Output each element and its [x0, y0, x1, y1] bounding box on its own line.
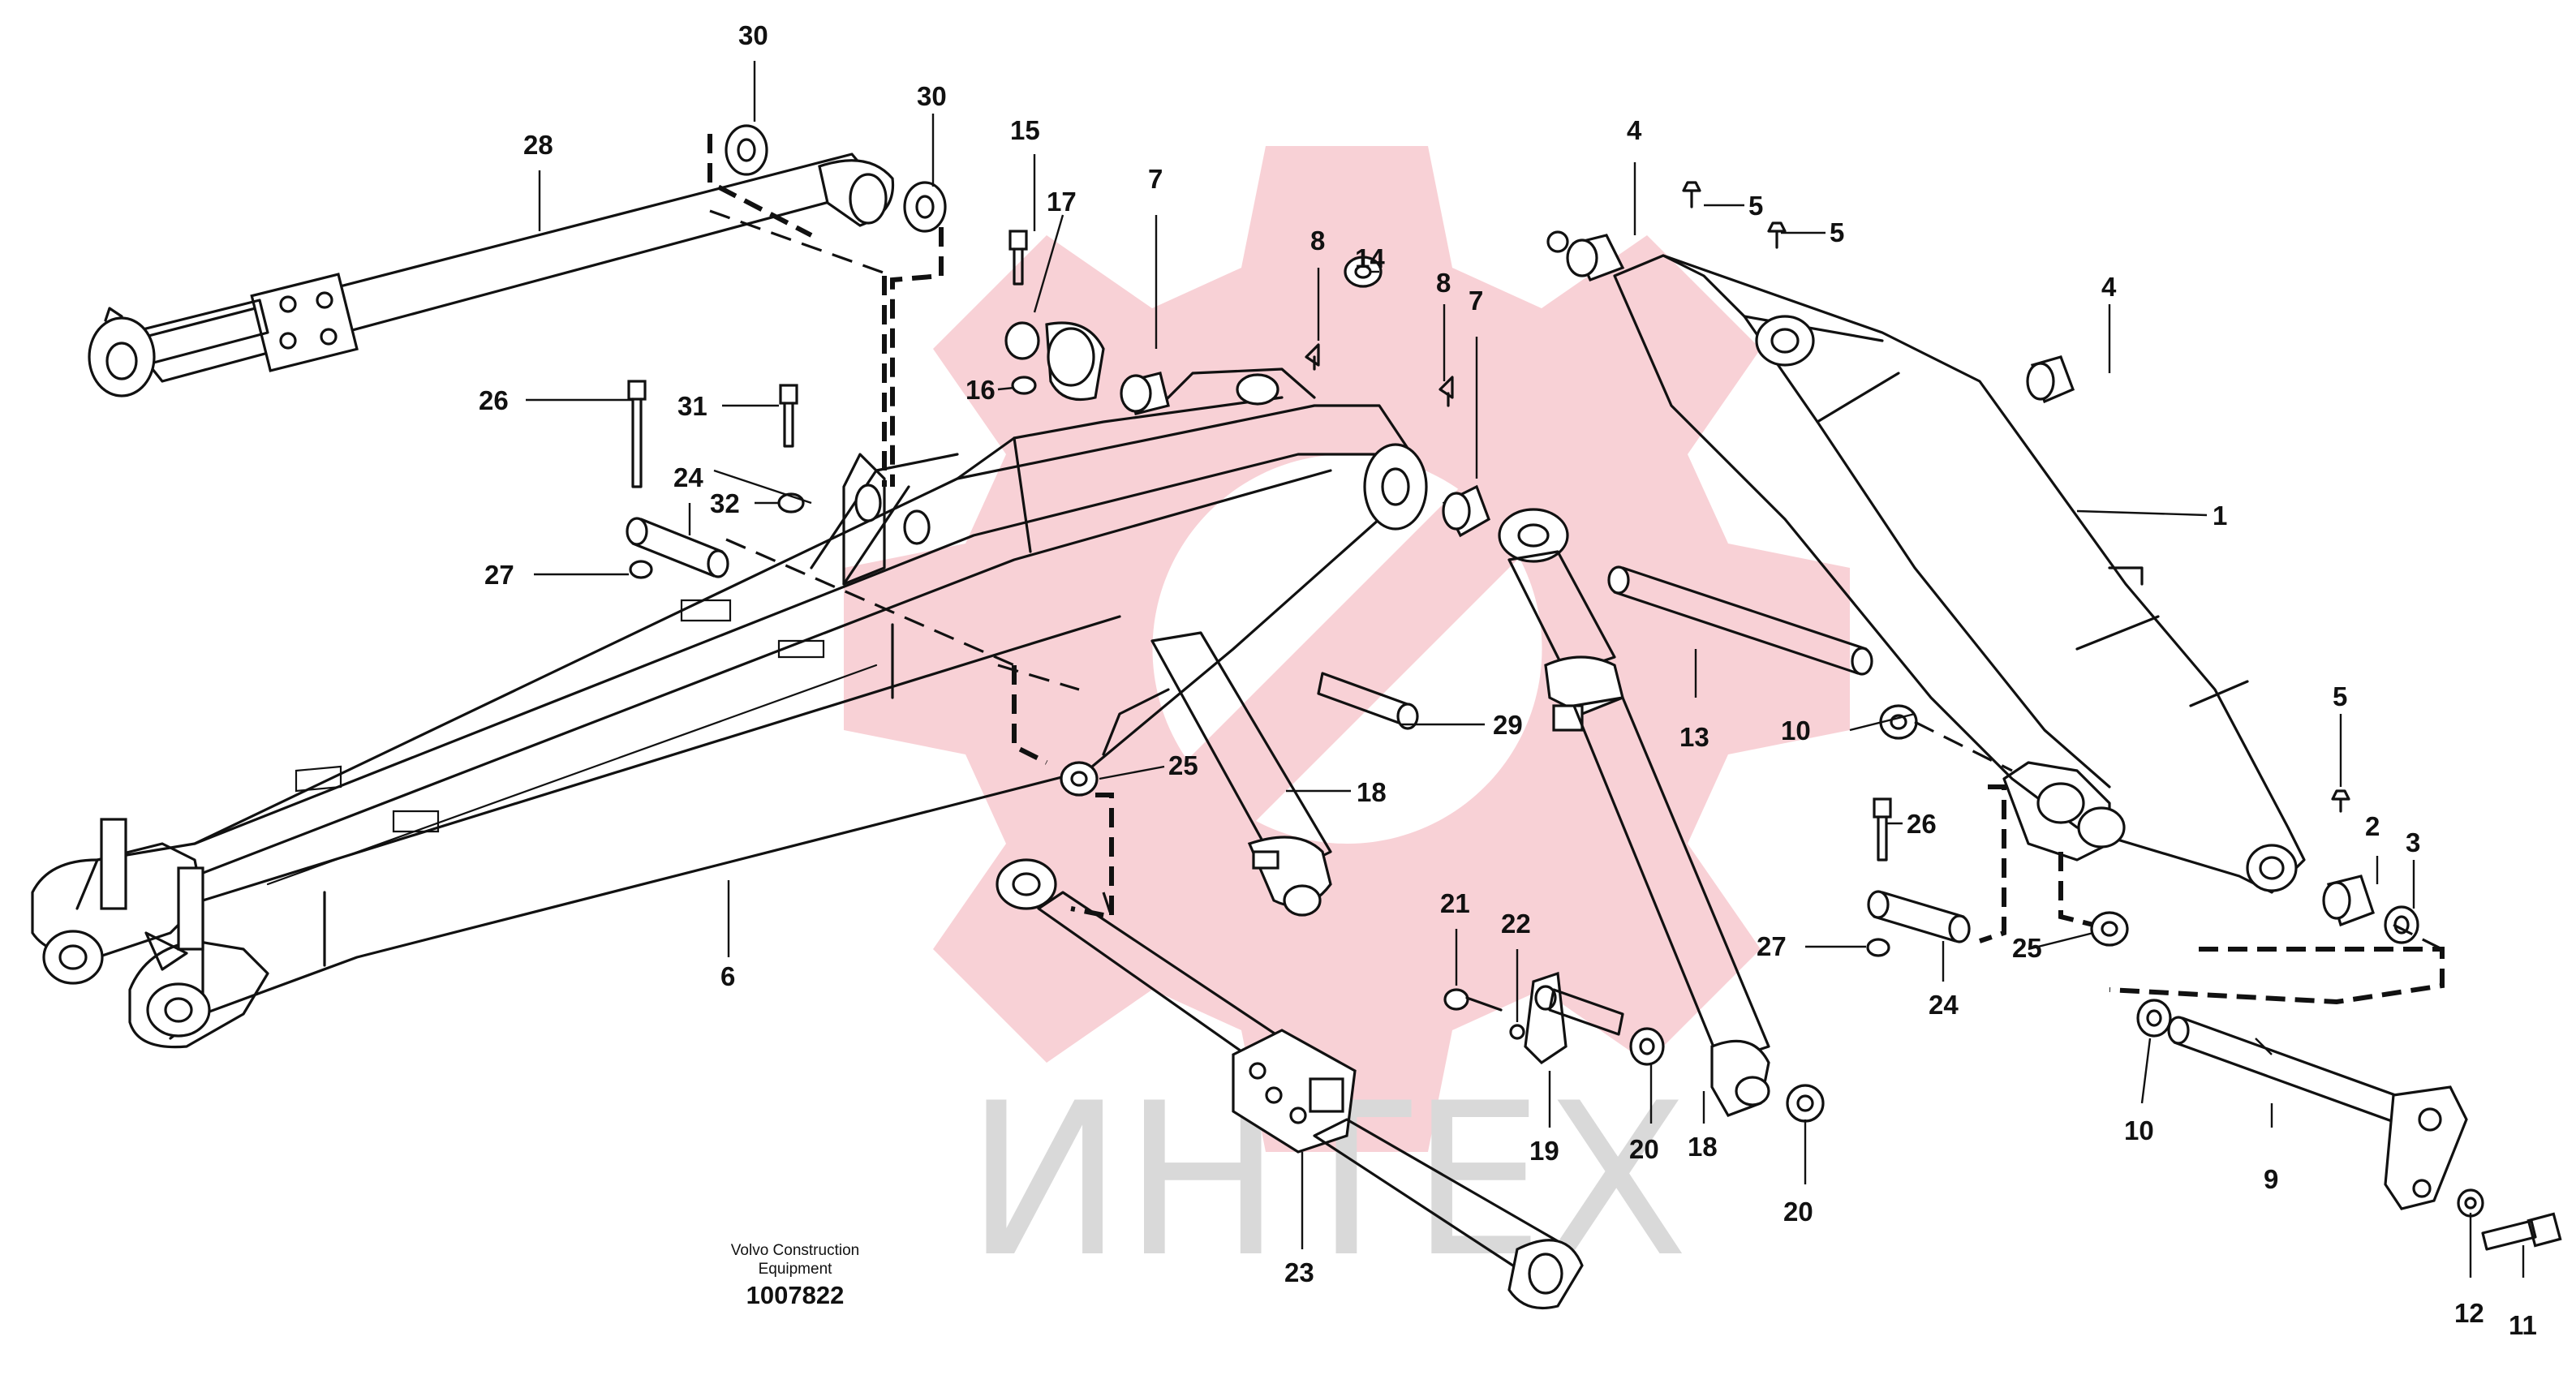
part-9-pin — [2167, 1016, 2468, 1210]
part-19-pin — [1524, 971, 1624, 1065]
callout-31: 31 — [677, 391, 707, 421]
callout-10-b: 10 — [2124, 1115, 2154, 1145]
callout-19: 19 — [1529, 1136, 1559, 1166]
brand-line-2: Equipment — [758, 1261, 832, 1278]
callout-8-b: 8 — [1436, 268, 1451, 298]
callout-18-b: 18 — [1688, 1132, 1718, 1162]
manufacturer-caption: Volvo Construction Equipment — [682, 1241, 909, 1278]
callout-26-b: 26 — [1907, 809, 1937, 839]
callout-9: 9 — [2264, 1164, 2278, 1194]
callout-26-a: 26 — [479, 385, 509, 415]
part-24-pin-right — [1867, 890, 1971, 943]
callout-7-b: 7 — [1469, 286, 1483, 316]
part-26-bolt-left — [627, 380, 647, 488]
reference-number: 1007822 — [746, 1281, 845, 1309]
callout-4-b: 4 — [2101, 272, 2117, 302]
callout-25-b: 25 — [2012, 933, 2042, 963]
part-24-pin-left — [626, 517, 729, 578]
callout-32: 32 — [710, 488, 740, 518]
part-1-arm — [1613, 254, 2306, 894]
callout-20-a: 20 — [1629, 1134, 1659, 1164]
callout-22: 22 — [1501, 909, 1531, 939]
part-6-boom — [31, 367, 1428, 1049]
part-31-bolt — [779, 384, 798, 448]
callout-12: 12 — [2454, 1298, 2484, 1328]
callout-3: 3 — [2406, 827, 2420, 857]
dashed-assembly-lines — [707, 134, 2445, 1005]
callout-24-b: 24 — [1929, 990, 1959, 1020]
callout-20-b: 20 — [1783, 1197, 1813, 1227]
part-23-hydraulic-cylinder — [996, 858, 1584, 1310]
callout-4-a: 4 — [1627, 115, 1642, 145]
callout-16: 16 — [965, 375, 996, 405]
callout-21: 21 — [1440, 888, 1470, 918]
part-11-bolt — [2481, 1212, 2562, 1251]
callout-1: 1 — [2213, 501, 2227, 531]
part-15-bolt — [1008, 230, 1028, 286]
part-21-bolt — [1443, 988, 1503, 1012]
small-parts — [629, 124, 2484, 1218]
callout-23: 23 — [1284, 1257, 1314, 1287]
callout-25-a: 25 — [1168, 750, 1198, 780]
callout-27-b: 27 — [1757, 931, 1787, 961]
callout-labels: 1 2 3 4 4 5 5 5 6 7 7 8 8 9 10 10 11 12 … — [479, 20, 2537, 1340]
part-28-hydraulic-cylinder — [88, 153, 895, 397]
callout-8-a: 8 — [1310, 226, 1325, 256]
callout-13: 13 — [1679, 722, 1709, 752]
callout-11: 11 — [2509, 1310, 2537, 1340]
leader-lines — [526, 61, 2525, 1278]
callout-5-b: 5 — [1830, 217, 1844, 247]
callout-30-b: 30 — [917, 81, 947, 111]
callout-5-a: 5 — [1748, 191, 1763, 221]
callout-2: 2 — [2365, 811, 2380, 841]
callout-6: 6 — [720, 961, 735, 991]
callout-27-a: 27 — [484, 560, 514, 590]
callout-24-a: 24 — [673, 462, 703, 492]
callout-5-c: 5 — [2333, 681, 2347, 711]
watermark-logo — [844, 146, 1850, 1152]
callout-15: 15 — [1010, 115, 1040, 145]
callout-29: 29 — [1493, 710, 1523, 740]
callout-28: 28 — [523, 130, 553, 160]
callout-10-a: 10 — [1781, 715, 1811, 746]
part-18-cylinder-right — [1498, 508, 1770, 1117]
callout-7-a: 7 — [1148, 164, 1163, 194]
part-29-pin — [1317, 672, 1419, 730]
brand-line-1: Volvo Construction — [730, 1242, 860, 1259]
part-13-pin — [1607, 565, 1873, 676]
part-26-bolt-right — [1873, 797, 1892, 862]
part-18-cylinder-left — [1150, 631, 1332, 917]
callout-18-a: 18 — [1357, 777, 1387, 807]
callout-17: 17 — [1047, 187, 1077, 217]
callout-30-a: 30 — [738, 20, 768, 50]
callout-14: 14 — [1355, 243, 1385, 273]
